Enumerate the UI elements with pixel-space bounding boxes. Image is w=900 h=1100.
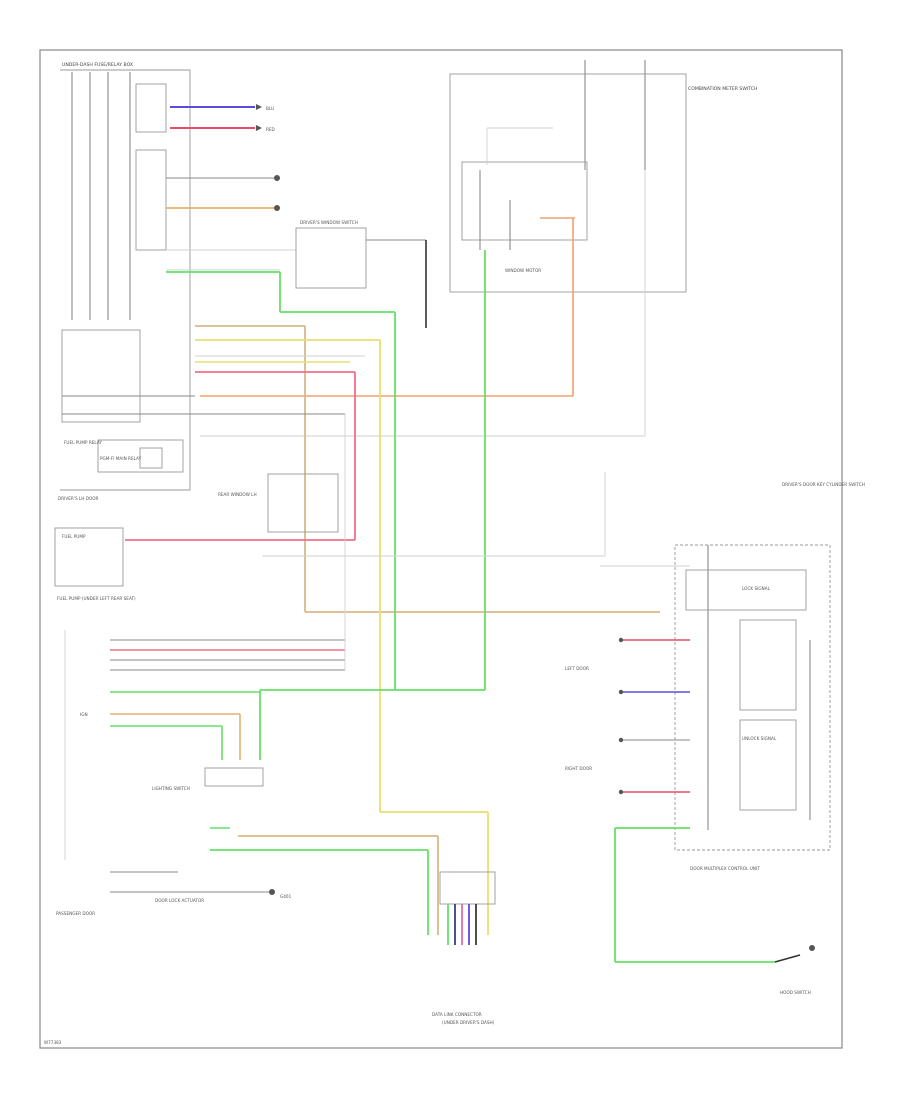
fuel-pump-label: FUEL PUMP — [62, 534, 86, 539]
fuse-relay-box: UNDER-DASH FUSE/RELAY BOX FUEL PUMP RELA… — [60, 62, 191, 491]
footer-code: W77383 — [44, 1040, 62, 1045]
data-link-connector-label: DATA LINK CONNECTOR — [432, 1012, 482, 1017]
ground-label-a: G401 — [280, 894, 292, 899]
combination-switch-label: COMBINATION METER SWITCH — [688, 86, 757, 92]
pgm-fi-relay-label: PGM-FI MAIN RELAY — [100, 456, 142, 461]
data-link-connector: DATA LINK CONNECTOR (UNDER DRIVER'S DASH… — [432, 871, 496, 1025]
hood-switch: HOOD SWITCH — [774, 945, 815, 995]
driver-window-lh-label: DRIVER'S LH DOOR — [58, 496, 99, 501]
diagram-frame — [39, 49, 843, 1049]
driver-door-switch-label: DRIVER'S DOOR KEY CYLINDER SWITCH — [782, 482, 865, 487]
door-lock-actuator-label: DOOR LOCK ACTUATOR — [155, 898, 204, 903]
fuse-box-label: UNDER-DASH FUSE/RELAY BOX — [62, 62, 133, 68]
ign-label: IGN — [80, 712, 88, 717]
fuel-pump-note: FUEL PUMP (UNDER LEFT REAR SEAT) — [57, 596, 136, 601]
right-door-label: RIGHT DOOR — [565, 766, 592, 771]
sub-upper-label: LOCK SIGNAL — [742, 586, 771, 591]
hood-switch-label: HOOD SWITCH — [780, 990, 811, 995]
passenger-door-label: PASSENGER DOOR — [56, 911, 95, 916]
rear-window-lh-label: REAR WINDOW LH — [218, 492, 257, 497]
control-unit-label: DOOR MULTIPLEX CONTROL UNIT — [690, 866, 760, 871]
lighting-switch-label: LIGHTING SWITCH — [152, 786, 190, 791]
fuel-pump-box — [54, 527, 124, 587]
window-switch-label: DRIVER'S WINDOW SWITCH — [300, 220, 358, 225]
left-door-label: LEFT DOOR — [565, 666, 589, 671]
label-blu-top: BLU — [266, 106, 274, 111]
lighting-switch-connector: LIGHTING SWITCH — [152, 767, 264, 791]
window-motor-sub-label: WINDOW MOTOR — [505, 268, 541, 273]
data-link-connector-sub: (UNDER DRIVER'S DASH) — [442, 1020, 495, 1025]
fuel-pump-relay-label: FUEL PUMP RELAY — [64, 440, 102, 445]
combination-switch-box: COMBINATION METER SWITCH WINDOW MOTOR — [449, 60, 757, 293]
sub-lower-label: UNLOCK SIGNAL — [742, 736, 777, 741]
label-red-top: RED — [266, 127, 275, 132]
control-unit-box: DOOR MULTIPLEX CONTROL UNIT LOCK SIGNAL … — [674, 544, 831, 871]
